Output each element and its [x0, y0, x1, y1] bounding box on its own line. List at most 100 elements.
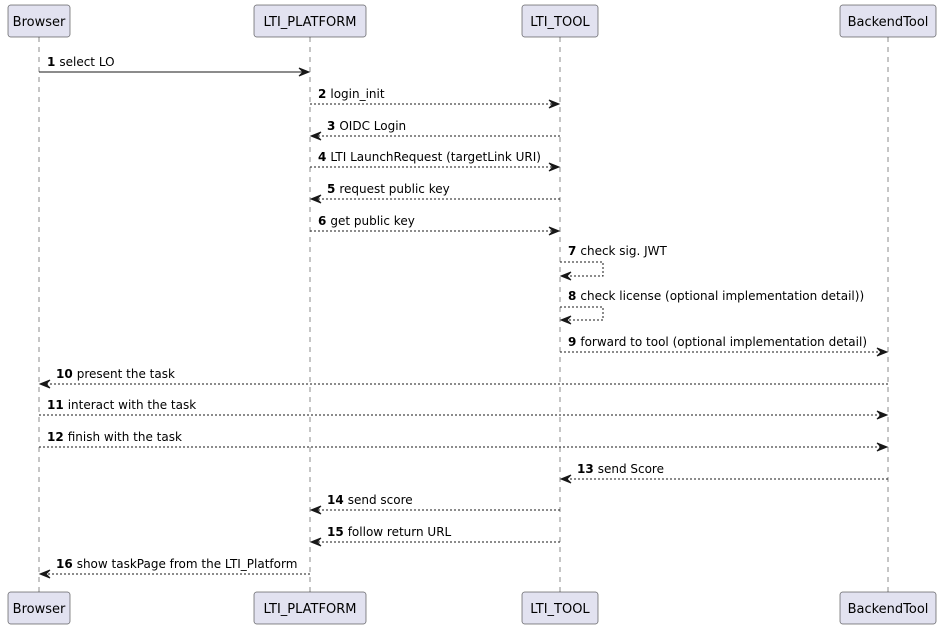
message-label: 1 select LO	[47, 55, 115, 69]
participant-label: BackendTool	[848, 15, 929, 30]
message-9: 9 forward to tool (optional implementatio…	[560, 335, 889, 357]
message-text: select LO	[59, 55, 114, 69]
participant-box	[839, 4, 937, 38]
message-14: 14 send score	[309, 493, 560, 515]
participant-box	[253, 591, 367, 625]
participant-box	[839, 591, 937, 625]
participant-box	[7, 591, 71, 625]
participant-box	[7, 4, 71, 38]
message-3: 3 OIDC Login	[309, 119, 560, 141]
message-10: 10 present the task	[38, 367, 888, 389]
arrow-head	[309, 505, 322, 515]
message-number: 6	[318, 214, 326, 228]
message-label: 5 request public key	[327, 182, 450, 196]
message-number: 10	[56, 367, 73, 381]
message-number: 12	[47, 430, 64, 444]
message-label: 16 show taskPage from the LTI_Platform	[56, 557, 297, 571]
message-13: 13 send Score	[559, 462, 888, 484]
message-label: 3 OIDC Login	[327, 119, 406, 133]
participant-platform-bottom: LTI_PLATFORM	[253, 591, 367, 625]
message-number: 9	[568, 335, 576, 349]
message-7: 7 check sig. JWT	[559, 244, 668, 281]
participant-label: LTI_PLATFORM	[264, 15, 357, 30]
participant-browser-bottom: Browser	[7, 591, 71, 625]
message-text: check license (optional implementation d…	[580, 289, 864, 303]
participant-box	[521, 4, 599, 38]
self-arrow-line	[560, 306, 604, 321]
message-text: interact with the task	[68, 398, 197, 412]
arrow-head	[548, 162, 561, 172]
arrow-head	[309, 131, 322, 141]
message-number: 16	[56, 557, 73, 571]
participant-tool-bottom: LTI_TOOL	[521, 591, 599, 625]
participant-tool-top: LTI_TOOL	[521, 4, 599, 38]
arrow-head	[38, 379, 51, 389]
message-1: 1 select LO	[39, 55, 311, 77]
participant-label: LTI_PLATFORM	[264, 602, 357, 617]
participant-label: LTI_TOOL	[530, 15, 590, 30]
arrow-head	[309, 194, 322, 204]
arrow-head	[876, 442, 889, 452]
participant-browser-top: Browser	[7, 4, 71, 38]
message-text: send score	[348, 493, 413, 507]
message-number: 15	[327, 525, 344, 539]
message-label: 11 interact with the task	[47, 398, 196, 412]
message-number: 13	[577, 462, 594, 476]
message-number: 5	[327, 182, 335, 196]
message-8: 8 check license (optional implementation …	[559, 289, 864, 325]
participant-backend-top: BackendTool	[839, 4, 937, 38]
arrow-head	[298, 67, 311, 77]
message-text: request public key	[339, 182, 449, 196]
message-number: 1	[47, 55, 55, 69]
participant-label: Browser	[13, 15, 66, 30]
arrow-head	[548, 226, 561, 236]
arrow-head	[38, 569, 51, 579]
message-text: login_init	[330, 87, 385, 101]
message-number: 14	[327, 493, 344, 507]
participant-platform-top: LTI_PLATFORM	[253, 4, 367, 38]
message-text: LTI LaunchRequest (targetLink URI)	[330, 150, 541, 164]
arrow-head	[559, 474, 572, 484]
message-label: 8 check license (optional implementation …	[568, 289, 864, 303]
message-label: 14 send score	[327, 493, 413, 507]
message-11: 11 interact with the task	[39, 398, 889, 420]
message-number: 4	[318, 150, 326, 164]
message-text: OIDC Login	[339, 119, 406, 133]
participant-label: BackendTool	[848, 602, 929, 617]
message-number: 11	[47, 398, 64, 412]
message-label: 4 LTI LaunchRequest (targetLink URI)	[318, 150, 541, 164]
message-label: 7 check sig. JWT	[568, 244, 668, 258]
message-16: 16 show taskPage from the LTI_Platform	[38, 557, 310, 579]
participant-box	[521, 591, 599, 625]
participant-backend-bottom: BackendTool	[839, 591, 937, 625]
participant-label: Browser	[13, 602, 66, 617]
message-number: 8	[568, 289, 576, 303]
arrow-head	[548, 99, 561, 109]
self-arrow-line	[560, 261, 604, 277]
arrow-head	[309, 537, 322, 547]
message-number: 2	[318, 87, 326, 101]
arrow-head	[559, 271, 572, 281]
message-number: 7	[568, 244, 576, 258]
message-label: 2 login_init	[318, 87, 385, 101]
message-label: 10 present the task	[56, 367, 175, 381]
message-text: show taskPage from the LTI_Platform	[77, 557, 298, 571]
message-5: 5 request public key	[309, 182, 560, 204]
arrow-head	[876, 410, 889, 420]
message-number: 3	[327, 119, 335, 133]
message-text: check sig. JWT	[580, 244, 667, 258]
message-4: 4 LTI LaunchRequest (targetLink URI)	[310, 150, 561, 172]
message-text: present the task	[77, 367, 175, 381]
message-text: finish with the task	[68, 430, 182, 444]
arrow-head	[876, 347, 889, 357]
message-label: 9 forward to tool (optional implementatio…	[568, 335, 867, 349]
message-text: send Score	[598, 462, 664, 476]
message-text: forward to tool (optional implementation…	[580, 335, 867, 349]
message-label: 12 finish with the task	[47, 430, 182, 444]
message-2: 2 login_init	[310, 87, 561, 109]
